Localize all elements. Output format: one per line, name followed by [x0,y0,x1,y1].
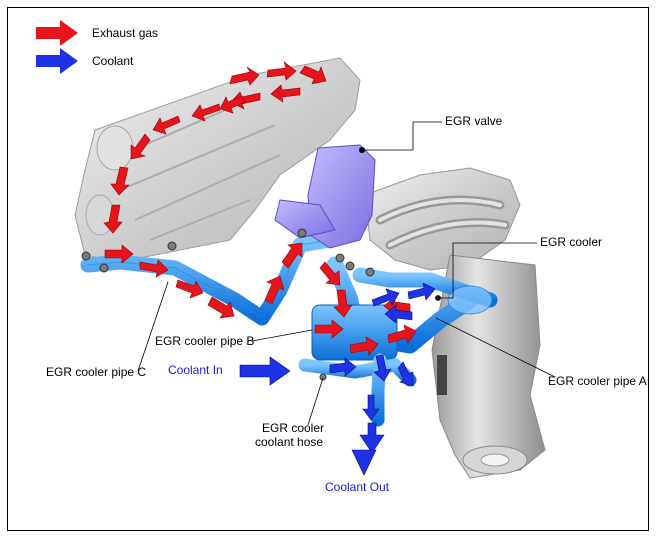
legend-coolant-label: Coolant [92,54,134,68]
egr-cooler-coolant-hose-label-line1: EGR cooler [262,421,325,435]
egr-cooler-pipe-c-label: EGR cooler pipe C [46,365,147,379]
egr-cooler-label: EGR cooler [540,235,603,249]
intake-manifold [74,57,361,263]
coolant-out-label: Coolant Out [325,480,390,494]
legend-exhaust-arrow [36,20,78,46]
egr-cooler-pipe-b-label: EGR cooler pipe B [155,334,255,348]
egr-cooler-pipe-a-label: EGR cooler pipe A [548,374,647,388]
egr-valve-label: EGR valve [445,114,503,128]
exhaust-manifold [364,167,521,271]
leader-lines [137,121,556,426]
egr-cooler-coolant-hose-label-line2: coolant hose [255,435,324,449]
legend-exhaust-label: Exhaust gas [92,26,159,40]
coolant-flow-arrows [239,282,436,476]
pipe-flanges [81,228,375,381]
exhaust-flow-arrows [103,61,417,356]
legend-coolant-arrow [36,48,78,74]
coolant-in-label: Coolant In [168,363,223,377]
egr-valve [274,144,376,249]
